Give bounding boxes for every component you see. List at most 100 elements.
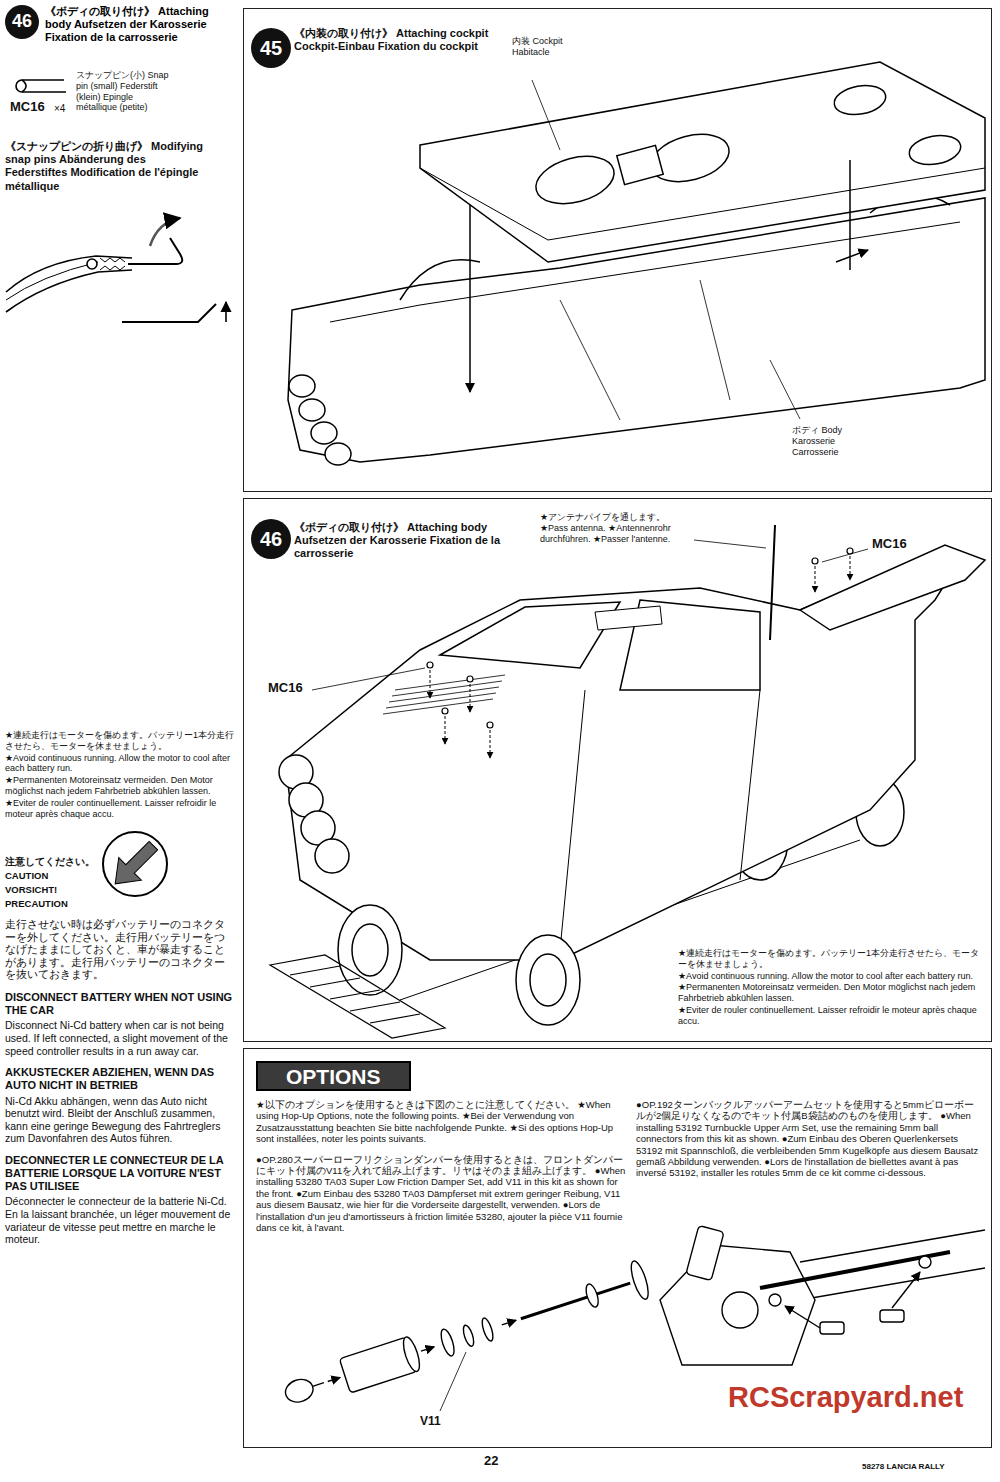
section-heading: 《スナップピンの折り曲げ》 Modifying snap pins Abände… — [5, 140, 210, 193]
damper-illustration — [280, 1259, 652, 1414]
car-illustration — [352, 924, 388, 976]
warning-text: Déconnecter le connecteur de la batterie… — [5, 1195, 235, 1245]
damper-illustration — [421, 1347, 434, 1351]
part-name: ボディ Body Karosserie Carrosserie — [792, 425, 854, 457]
car-illustration — [530, 954, 566, 1006]
car-illustration — [595, 606, 662, 630]
option-note: ●OP.280スーパーローフリクションダンパーを使用するときは、フロントダンパー… — [256, 1154, 628, 1234]
damper-illustration — [628, 1259, 652, 1301]
pliers-illustration — [6, 262, 98, 300]
caution-icon — [104, 834, 165, 895]
body-shell — [289, 375, 315, 397]
body-shell — [299, 399, 325, 421]
motor-note: ★連続走行はモーターを傷めます。バッテリー1本分走行させたら、モーターを休ませま… — [5, 730, 235, 752]
turnbuckle-illustration — [800, 1230, 985, 1300]
motor-note: ★Avoid continuous running. Allow the mot… — [678, 971, 983, 982]
leader-line — [694, 540, 766, 548]
part-name: 内装 Cockpit Habitacle — [512, 36, 567, 58]
step-panel: 《内装の取り付け》 Attaching cockpit Cockpit-Einb… — [243, 8, 992, 492]
option-note: ★以下のオプションを使用するときは下図のことに注意してください。 ★When u… — [256, 1099, 628, 1145]
car-illustration — [338, 905, 402, 995]
snap-pin-arrows — [430, 670, 431, 698]
snap-pin-icon — [22, 80, 26, 92]
turnbuckle-illustration — [760, 1252, 950, 1288]
leader-line — [312, 668, 425, 690]
options-header: OPTIONS — [256, 1061, 411, 1091]
turnbuckle-illustration — [769, 1294, 781, 1306]
setting-stand — [270, 955, 445, 1038]
leader-line — [440, 1352, 466, 1411]
leader-line — [532, 80, 560, 150]
step-heading: 《ボディの取り付け》 Attaching body Aufsetzen der … — [294, 521, 504, 561]
assembly-arrow — [836, 250, 868, 262]
snap-pin-arrows — [490, 730, 491, 758]
step-number: 46《ボディの取り付け》 Attaching body Aufsetzen de… — [5, 5, 39, 39]
damper-illustration — [480, 1317, 495, 1342]
step-heading: 《内装の取り付け》 Attaching cockpit Cockpit-Einb… — [294, 27, 504, 53]
turnbuckle-illustration — [660, 1225, 985, 1365]
cockpit-tray — [907, 132, 963, 169]
car-illustration — [315, 839, 349, 873]
snap-pin — [487, 722, 493, 728]
step-number-text: 46 — [12, 11, 32, 33]
damper-illustration — [521, 1283, 630, 1319]
car-illustration — [516, 935, 580, 1025]
damper-illustration — [283, 1376, 316, 1406]
snap-pin-arrows — [470, 684, 471, 712]
warning-heading: DISCONNECT BATTERY WHEN NOT USING THE CA… — [5, 991, 235, 1017]
kit-name: 58278 LANCIA RALLY — [862, 1462, 945, 1472]
snap-pin-arrows — [850, 556, 851, 580]
warning-text: Disconnect Ni-Cd battery when car is not… — [5, 1019, 235, 1057]
cockpit-tray — [420, 62, 985, 262]
snap-pin — [812, 558, 818, 564]
warning-text: Ni-Cd Akku abhängen, wenn das Auto nicht… — [5, 1095, 235, 1145]
pliers-illustration — [6, 270, 132, 312]
snap-pin-arrows — [815, 566, 816, 592]
step-heading: 《ボディの取り付け》 Attaching body Aufsetzen der … — [45, 5, 220, 45]
step-number: 45 — [251, 28, 291, 68]
watermark: RCScrapyard.net — [728, 1380, 963, 1415]
caution-heading: 注意してください。 — [5, 856, 95, 867]
warning-heading: DECONNECTER LE CONNECTEUR DE LA BATTERIE… — [5, 1154, 235, 1194]
pliers-illustration — [100, 258, 125, 270]
part-code: MC16 — [872, 536, 907, 552]
damper-illustration — [584, 1283, 601, 1309]
pliers-illustration — [6, 218, 226, 322]
option-note: ●OP.192ターンバックルアッパーアームセットを使用すると5mmピローボールが… — [636, 1099, 981, 1179]
damper-illustration — [439, 1328, 457, 1358]
caution-icon — [103, 832, 167, 896]
snap-pin — [427, 662, 433, 668]
page-number: 22 — [484, 1453, 498, 1469]
cockpit-tray — [420, 62, 985, 262]
cockpit-tray — [420, 168, 985, 240]
cockpit-tray — [617, 145, 663, 184]
damper-illustration — [461, 1324, 475, 1347]
damper-illustration — [400, 1335, 423, 1373]
body-shell — [560, 280, 730, 420]
instruction-note: ★アンテナパイプを通します。 ★Pass antenna. ★Antennenr… — [540, 512, 690, 544]
car-illustration — [440, 602, 620, 668]
step-number-text: 46 — [260, 527, 282, 551]
part-code: V11 — [420, 1414, 441, 1428]
warning-heading: AKKUSTECKER ABZIEHEN, WENN DAS AUTO NICH… — [5, 1066, 235, 1092]
turnbuckle-illustration — [722, 1292, 758, 1328]
quantity: ×4 — [54, 103, 65, 115]
part-code: MC16 — [10, 99, 45, 115]
pliers-illustration — [150, 218, 180, 246]
pliers-illustration — [6, 256, 132, 292]
cockpit-tray — [531, 148, 620, 211]
damper-illustration — [328, 1377, 340, 1381]
turnbuckle-illustration — [919, 1256, 931, 1268]
car-illustration — [383, 675, 505, 714]
turnbuckle-illustration — [660, 1245, 815, 1365]
part-code: MC16 — [268, 680, 303, 696]
warning-text: 走行させない時は必ずバッテリーのコネクターを外してください。走行用バッテリーをつ… — [5, 918, 235, 981]
part-name: スナップピン(小) Snap pin (small) Federstift (k… — [76, 70, 176, 113]
antenna-pipe — [770, 525, 775, 640]
snap-pin — [467, 676, 473, 682]
damper-illustration — [313, 1383, 324, 1387]
pliers-illustration — [128, 238, 182, 264]
antenna-pipe — [770, 525, 775, 640]
